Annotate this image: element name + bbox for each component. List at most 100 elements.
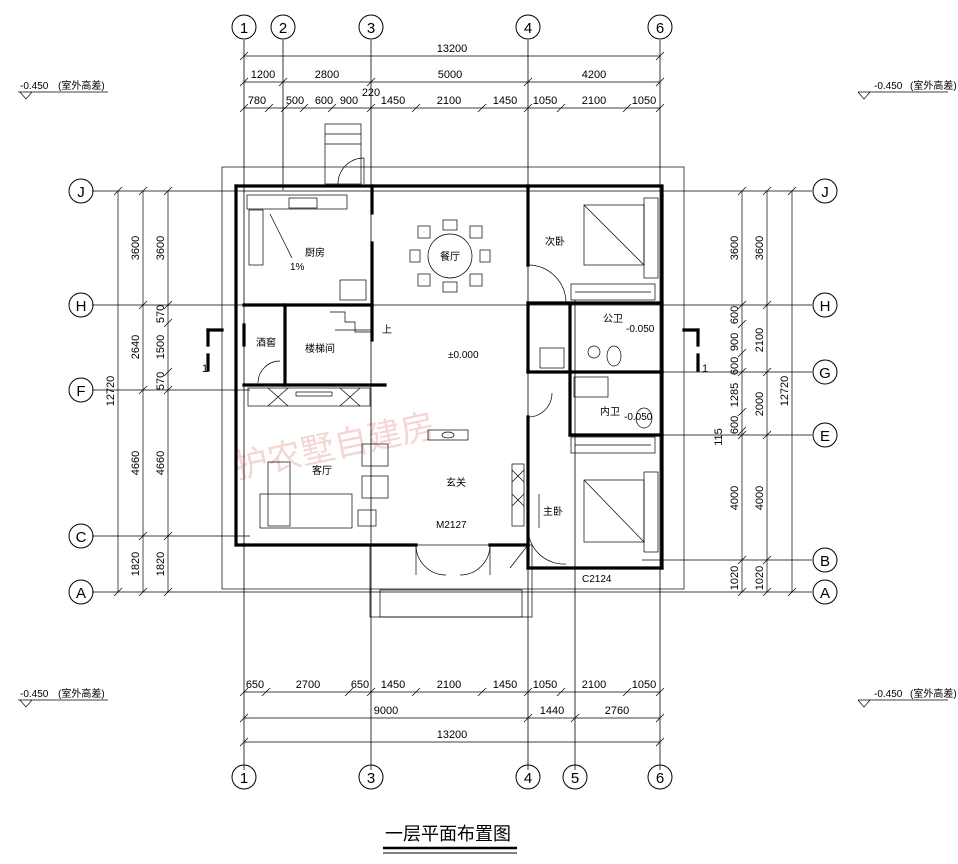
stair-and-wine: 上 楼梯间 酒窖 ±0.000 [256, 311, 479, 384]
dim-left-i3: 570 [155, 372, 167, 390]
dim-top-r2-8: 2100 [582, 95, 606, 107]
axis-right-B: B [820, 553, 830, 570]
axis-bottom-3: 3 [367, 770, 375, 787]
axis-left-A: A [76, 585, 86, 602]
dim-bot-r2-1: 1440 [540, 705, 564, 717]
kitchen-back-steps [324, 123, 365, 185]
dim-bot-total: 13200 [437, 729, 468, 741]
dim-left-i2: 1500 [155, 335, 167, 359]
level-marker-top-right: -0.450 (室外高差) [857, 79, 957, 100]
dim-right-i7: 4000 [729, 486, 741, 510]
dim-top-r2-5: 2100 [437, 95, 461, 107]
sheet-title-block: 一层平面布置图 [383, 824, 517, 854]
dimension-chain-bottom: 650 2700 650 1450 2100 1450 1050 2100 10… [239, 679, 665, 747]
level-top-right-note: (室外高差) [910, 79, 957, 92]
dim-right-i6: 115 [713, 428, 725, 446]
dim-left-total: 12720 [105, 376, 117, 407]
inner-bath-fixtures: 内卫 -0.050 [573, 376, 653, 429]
axis-right-E: E [820, 428, 830, 445]
dim-bot-r1-4: 2100 [437, 679, 461, 691]
dimension-chain-top: 13200 1200 2800 5000 4200 220 780 500 60… [239, 43, 665, 113]
level-top-right-value: -0.450 [874, 81, 903, 92]
dim-right-o4: 1020 [754, 566, 766, 590]
dim-bot-r2-0: 9000 [374, 705, 398, 717]
axis-right-J: J [821, 184, 829, 201]
room-bedroom2: 次卧 [545, 235, 565, 248]
dim-bot-r1-5: 1450 [493, 679, 517, 691]
dim-right-total: 12720 [779, 376, 791, 407]
room-stair: 楼梯间 [305, 342, 335, 355]
sheet-title: 一层平面布置图 [385, 824, 511, 845]
axis-grid-vertical [243, 40, 661, 770]
room-master: 主卧 [543, 505, 563, 518]
dim-left-o0: 3600 [130, 236, 142, 260]
dim-left-i0: 3600 [155, 236, 167, 260]
axis-left-F: F [76, 383, 85, 400]
axis-bottom-4: 4 [524, 770, 532, 787]
room-public-bath: 公卫 [603, 314, 623, 325]
window-tag-south: C2124 [582, 574, 612, 585]
dim-bot-r1-3: 1450 [381, 679, 405, 691]
dim-left-i4: 4660 [155, 451, 167, 475]
dim-right-i1: 600 [729, 306, 741, 324]
dim-right-i0: 3600 [729, 236, 741, 260]
axis-bottom-6: 6 [656, 770, 664, 787]
watermark-text: 护农墅自建房 [231, 406, 439, 488]
level-bottom-right-value: -0.450 [874, 689, 903, 700]
dim-top-r2-4: 1450 [381, 95, 405, 107]
axis-bubbles-bottom: 1 3 4 5 6 [231, 764, 673, 790]
dim-left-o1: 2640 [130, 335, 142, 359]
dim-top-r2-6: 1450 [493, 95, 517, 107]
dim-bot-r1-2: 650 [351, 679, 369, 691]
public-bath-fixtures: 公卫 -0.050 [527, 314, 655, 372]
level-public-bath: -0.050 [626, 324, 655, 335]
axis-left-H: H [76, 298, 87, 315]
dim-right-i8: 1020 [729, 566, 741, 590]
floor-level-label: ±0.000 [448, 350, 479, 361]
level-bottom-left-value: -0.450 [20, 689, 49, 700]
dim-top-r2-7: 1050 [533, 95, 557, 107]
dim-right-o2: 2000 [754, 392, 766, 416]
axis-bottom-5: 5 [571, 770, 579, 787]
dim-top-r2-9: 1050 [632, 95, 656, 107]
dim-left-i5: 1820 [155, 552, 167, 576]
dim-bot-r1-1: 2700 [296, 679, 320, 691]
living-room-furniture: 客厅 玄关 [247, 387, 553, 529]
dim-right-i2: 900 [729, 333, 741, 351]
kitchen-fixtures: 1% 厨房 [246, 194, 367, 301]
room-wine: 酒窖 [256, 336, 276, 349]
dim-bot-r1-6: 1050 [533, 679, 557, 691]
room-kitchen: 厨房 [305, 246, 325, 259]
stair-up-label: 上 [382, 324, 392, 336]
level-inner-bath: -0.050 [624, 412, 653, 423]
door-tag-main: M2127 [436, 520, 467, 531]
dim-right-o3: 4000 [754, 486, 766, 510]
dim-left-i1: 570 [155, 305, 167, 323]
bedroom-2-furniture: 次卧 [527, 197, 659, 304]
master-bedroom-furniture: 主卧 [527, 436, 659, 565]
level-top-left-note: (室外高差) [58, 79, 105, 92]
dim-bot-r2-2: 2760 [605, 705, 629, 717]
dim-right-i5: 600 [729, 416, 741, 434]
axis-top-4: 4 [524, 20, 532, 37]
axis-bubbles-left: J H F C A [68, 178, 94, 605]
axis-right-A: A [820, 585, 830, 602]
level-marker-top-left: -0.450 (室外高差) [18, 79, 108, 100]
dim-top-r1-3: 4200 [582, 69, 606, 81]
dim-top-total: 13200 [437, 43, 468, 55]
dim-right-o0: 3600 [754, 236, 766, 260]
dim-right-i4: 1285 [729, 383, 741, 407]
axis-left-J: J [77, 184, 85, 201]
dim-top-r1-2: 5000 [438, 69, 462, 81]
axis-right-H: H [820, 298, 831, 315]
section-marks: 1 1 [202, 328, 708, 375]
dining-table: 餐厅 [409, 219, 491, 293]
axis-bubbles-right: J H G E B A [812, 178, 838, 605]
dim-top-r2-3: 900 [340, 95, 358, 107]
dimension-chain-left: 12720 3600 2640 4660 1820 3600 570 1500 … [105, 186, 173, 597]
building-walls [221, 166, 685, 590]
axis-top-3: 3 [367, 20, 375, 37]
dim-right-o1: 2100 [754, 328, 766, 352]
level-marker-bottom-right: -0.450 (室外高差) [857, 687, 957, 708]
